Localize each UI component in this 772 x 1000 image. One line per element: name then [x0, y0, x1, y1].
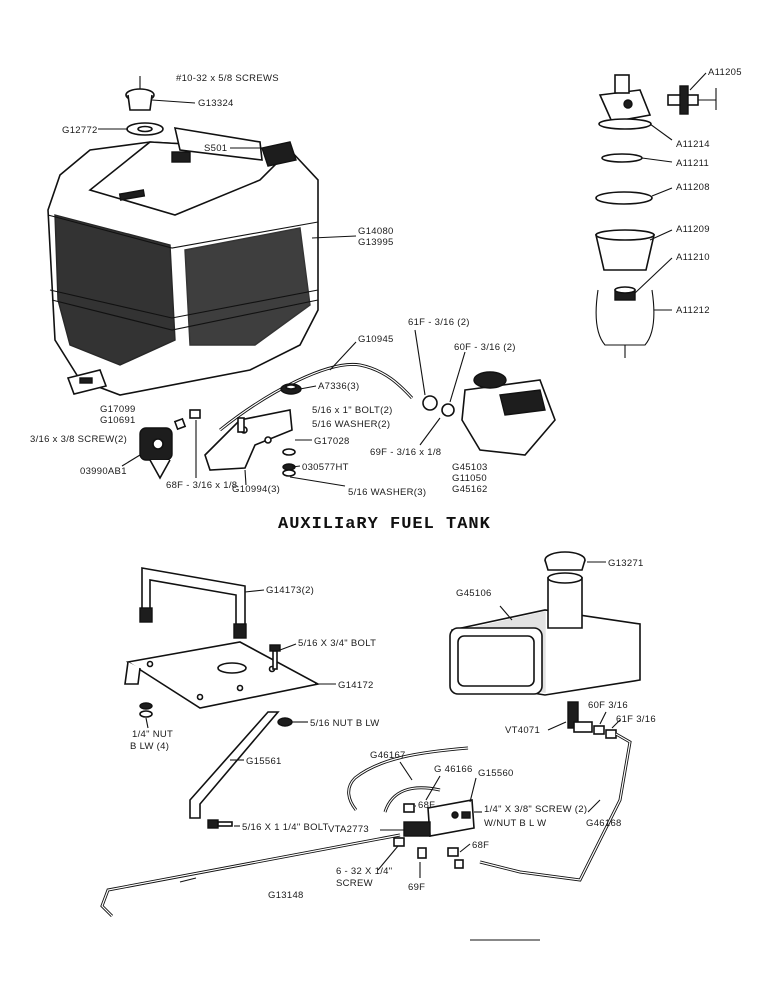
label-vt4071: VT4071	[505, 725, 540, 736]
fittings-68f	[403, 803, 464, 869]
washer-parts	[282, 448, 296, 477]
label-g13324: G13324	[198, 98, 234, 109]
label-a11212: A11212	[676, 305, 710, 316]
label-g10945: G10945	[358, 334, 394, 345]
label-wnut: W/NUT B L W	[484, 818, 546, 829]
screen-a11210	[614, 286, 636, 301]
label-a11211: A11211	[676, 158, 709, 169]
label-g14172: G14172	[338, 680, 374, 691]
label-bolt34: 5/16 X 3/4" BOLT	[298, 638, 376, 649]
label-g12772: G12772	[62, 125, 98, 136]
label-g15561: G15561	[246, 756, 282, 767]
label-nut2: B LW (4)	[130, 741, 169, 752]
upper-label-group: #10-32 x 5/8 SCREWS G13324 G12772 S501 G…	[30, 67, 742, 498]
bail-a11212	[595, 289, 655, 358]
label-60f: 60F - 3/16 (2)	[454, 342, 516, 353]
grommet-a7336	[280, 383, 302, 395]
lower-label-group: G14173(2) G13271 G45106 5/16 X 3/4" BOLT…	[130, 558, 656, 901]
lower-leader-lines	[145, 561, 621, 883]
label-g15560: G15560	[478, 768, 514, 779]
label-s501: S501	[204, 143, 227, 154]
fuel-line-g10945	[219, 362, 414, 432]
filler-neck-s501	[173, 127, 297, 167]
label-nut1: 1/4" NUT	[132, 729, 173, 740]
label-g45106: G45106	[456, 588, 492, 599]
label-g45103: G45103	[452, 462, 488, 473]
label-g17028: G17028	[314, 436, 350, 447]
label-a7336: A7336(3)	[318, 381, 359, 392]
strap-g14173	[139, 567, 247, 639]
carburetor-g45103	[422, 371, 556, 456]
label-61f: 61F - 3/16 (2)	[408, 317, 470, 328]
label-69f: 69F	[408, 882, 425, 893]
line-g46168	[479, 732, 632, 882]
cap-g13271	[544, 551, 586, 571]
label-g10691: G10691	[100, 415, 136, 426]
main-fuel-tank	[47, 141, 319, 396]
label-g13995: G13995	[358, 237, 394, 248]
valve-a11214	[598, 74, 652, 130]
line-g46167	[347, 746, 469, 811]
gasket-a11211	[601, 153, 643, 163]
label-a11205: A11205	[708, 67, 742, 78]
label-screw632b: SCREW	[336, 878, 373, 889]
aux-tank-g45106	[449, 572, 641, 696]
plate-g14172	[124, 641, 321, 709]
rod-g13148	[100, 833, 401, 918]
valve-vt4071	[567, 701, 593, 733]
fuel-pump-03990	[139, 409, 201, 480]
label-washer2: 5/16 WASHER(2)	[312, 419, 390, 430]
label-61f: 61F 3/16	[616, 714, 656, 725]
label-nut-blw: 5/16 NUT B LW	[310, 718, 380, 729]
label-68f: 68F - 3/16 x 1/8	[166, 480, 237, 491]
label-bolt2: 5/16 x 1" BOLT(2)	[312, 405, 393, 416]
label-g14173: G14173(2)	[266, 585, 314, 596]
label-bolt114: 5/16 X 1 1/4" BOLT	[242, 822, 329, 833]
bracket-g17028	[204, 409, 293, 471]
nut-1-4	[139, 702, 153, 718]
label-screw2: 3/16 x 3/8 SCREW(2)	[30, 434, 127, 445]
gasket-g12772	[126, 122, 164, 136]
label-g14080: G14080	[358, 226, 394, 237]
label-vta2773: VTA2773	[328, 824, 369, 835]
label-g11050: G11050	[452, 473, 487, 484]
valve-vta2773	[393, 821, 431, 859]
label-g13271: G13271	[608, 558, 644, 569]
label-a11210: A11210	[676, 252, 710, 263]
upper-leader-lines	[98, 72, 707, 487]
label-g17099: G17099	[100, 404, 136, 415]
gasket-a11208	[595, 191, 653, 205]
label-69f: 69F - 3/16 x 1/8	[370, 447, 441, 458]
hanger-g17099	[66, 369, 108, 395]
label-a11214: A11214	[676, 139, 710, 150]
label-screw2: 1/4" X 3/8" SCREW (2)	[484, 804, 587, 815]
bowl-a11209	[594, 229, 656, 271]
bolt-5-16x1-1-4	[207, 819, 233, 829]
fuel-cap-g13324	[125, 76, 155, 111]
label-washer3: 5/16 WASHER(3)	[348, 487, 426, 498]
label-030577ht: 030577HT	[302, 462, 349, 473]
section-heading: AUXILIaRY FUEL TANK	[278, 515, 491, 534]
label-g13148: G13148	[268, 890, 304, 901]
label-screws: #10-32 x 5/8 SCREWS	[176, 73, 279, 84]
bolt-5-16x3-4	[269, 644, 281, 670]
label-g45162: G45162	[452, 484, 488, 495]
label-g46166: G 46166	[434, 764, 473, 775]
label-68f-b: 68F	[472, 840, 489, 851]
label-g46168: G46168	[586, 818, 622, 829]
label-60f: 60F 3/16	[588, 700, 628, 711]
shutoff-a11205	[667, 85, 717, 115]
label-a11208: A11208	[676, 182, 710, 193]
label-03990ab1: 03990AB1	[80, 466, 127, 477]
label-screw632a: 6 - 32 X 1/4"	[336, 866, 392, 877]
label-g10994: G10994(3)	[232, 484, 280, 495]
label-68f-a: 68F	[418, 800, 435, 811]
label-g46167: G46167	[370, 750, 406, 761]
label-a11209: A11209	[676, 224, 710, 235]
